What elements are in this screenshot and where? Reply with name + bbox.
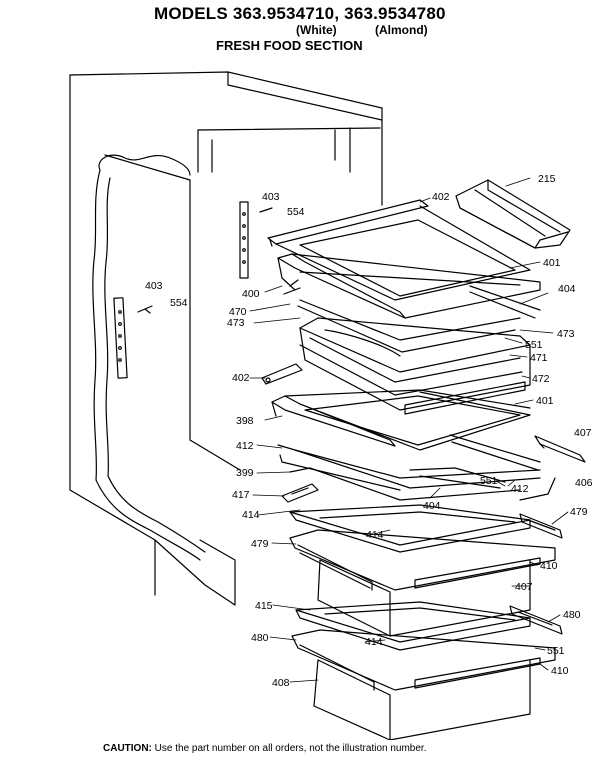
callout-402: 402: [232, 372, 250, 384]
shelf-frame-upper: [277, 253, 541, 353]
callout-551: 551: [480, 475, 498, 487]
cabinet-outline: [69, 71, 383, 606]
callout-554: 554: [170, 297, 188, 309]
variant-almond-label: (Almond): [375, 23, 428, 37]
callout-labels: 215 403 554 402 401 403 554 404 400 470 …: [145, 173, 593, 689]
part-406-leader: [519, 477, 556, 501]
caution-note: CAUTION: Use the part number on all orde…: [103, 743, 426, 754]
shelf-standard-right: [239, 201, 273, 279]
callout-479: 479: [570, 506, 588, 518]
callout-480: 480: [251, 632, 269, 644]
callout-410: 410: [540, 560, 558, 572]
callout-399: 399: [236, 467, 254, 479]
callout-414: 414: [365, 636, 383, 648]
callout-410: 410: [551, 665, 569, 677]
callout-407: 407: [574, 427, 592, 439]
callout-412: 412: [236, 440, 254, 452]
callout-401: 401: [543, 257, 561, 269]
middle-glass-shelf: [271, 389, 531, 451]
callout-480: 480: [563, 609, 581, 621]
lower-crisper-drawer: [291, 629, 556, 740]
callout-401: 401: [536, 395, 554, 407]
caution-label: CAUTION:: [103, 743, 152, 754]
dairy-bin: [455, 179, 571, 249]
callout-408: 408: [272, 677, 290, 689]
slide-rail-479: [519, 513, 563, 539]
exploded-parts-diagram: 215 403 554 402 401 403 554 404 400 470 …: [69, 71, 593, 740]
callout-417: 417: [232, 489, 250, 501]
section-title: FRESH FOOD SECTION: [216, 38, 363, 53]
slide-rail-480: [509, 605, 563, 635]
callout-215: 215: [538, 173, 556, 185]
callout-473: 473: [557, 328, 575, 340]
shelf-standard-left: [113, 297, 153, 379]
callout-479: 479: [251, 538, 269, 550]
callout-403: 403: [262, 191, 280, 203]
callout-554: 554: [287, 206, 305, 218]
upper-crisper-cover: [289, 504, 531, 553]
slide-rail-right: [534, 435, 586, 463]
door-gasket: [92, 154, 206, 561]
shelf-bracket-left: [261, 363, 303, 385]
callout-414: 414: [242, 509, 260, 521]
upper-crisper-drawer: [289, 529, 556, 637]
leader-lines: [249, 177, 569, 683]
callout-551: 551: [525, 339, 543, 351]
callout-404: 404: [423, 500, 441, 512]
callout-471: 471: [530, 352, 548, 364]
callout-414: 414: [366, 529, 384, 541]
caution-text: Use the part number on all orders, not t…: [151, 743, 427, 754]
callout-473: 473: [227, 317, 245, 329]
callout-412: 412: [511, 483, 529, 495]
callout-406: 406: [575, 477, 593, 489]
callout-415: 415: [255, 600, 273, 612]
lower-crisper-cover: [295, 601, 531, 651]
meat-keeper-drawer: [299, 317, 531, 415]
callout-400: 400: [242, 288, 260, 300]
callout-404: 404: [558, 283, 576, 295]
callout-407: 407: [515, 581, 533, 593]
shelf-support-417: [281, 483, 319, 503]
callout-402: 402: [432, 191, 450, 203]
callout-551: 551: [547, 645, 565, 657]
top-glass-shelf: [267, 199, 531, 301]
diagram-title: MODELS 363.9534710, 363.9534780: [154, 4, 446, 23]
variant-white-label: (White): [296, 23, 337, 37]
callout-470: 470: [229, 306, 247, 318]
callout-398: 398: [236, 415, 254, 427]
callout-403: 403: [145, 280, 163, 292]
callout-472: 472: [532, 373, 550, 385]
